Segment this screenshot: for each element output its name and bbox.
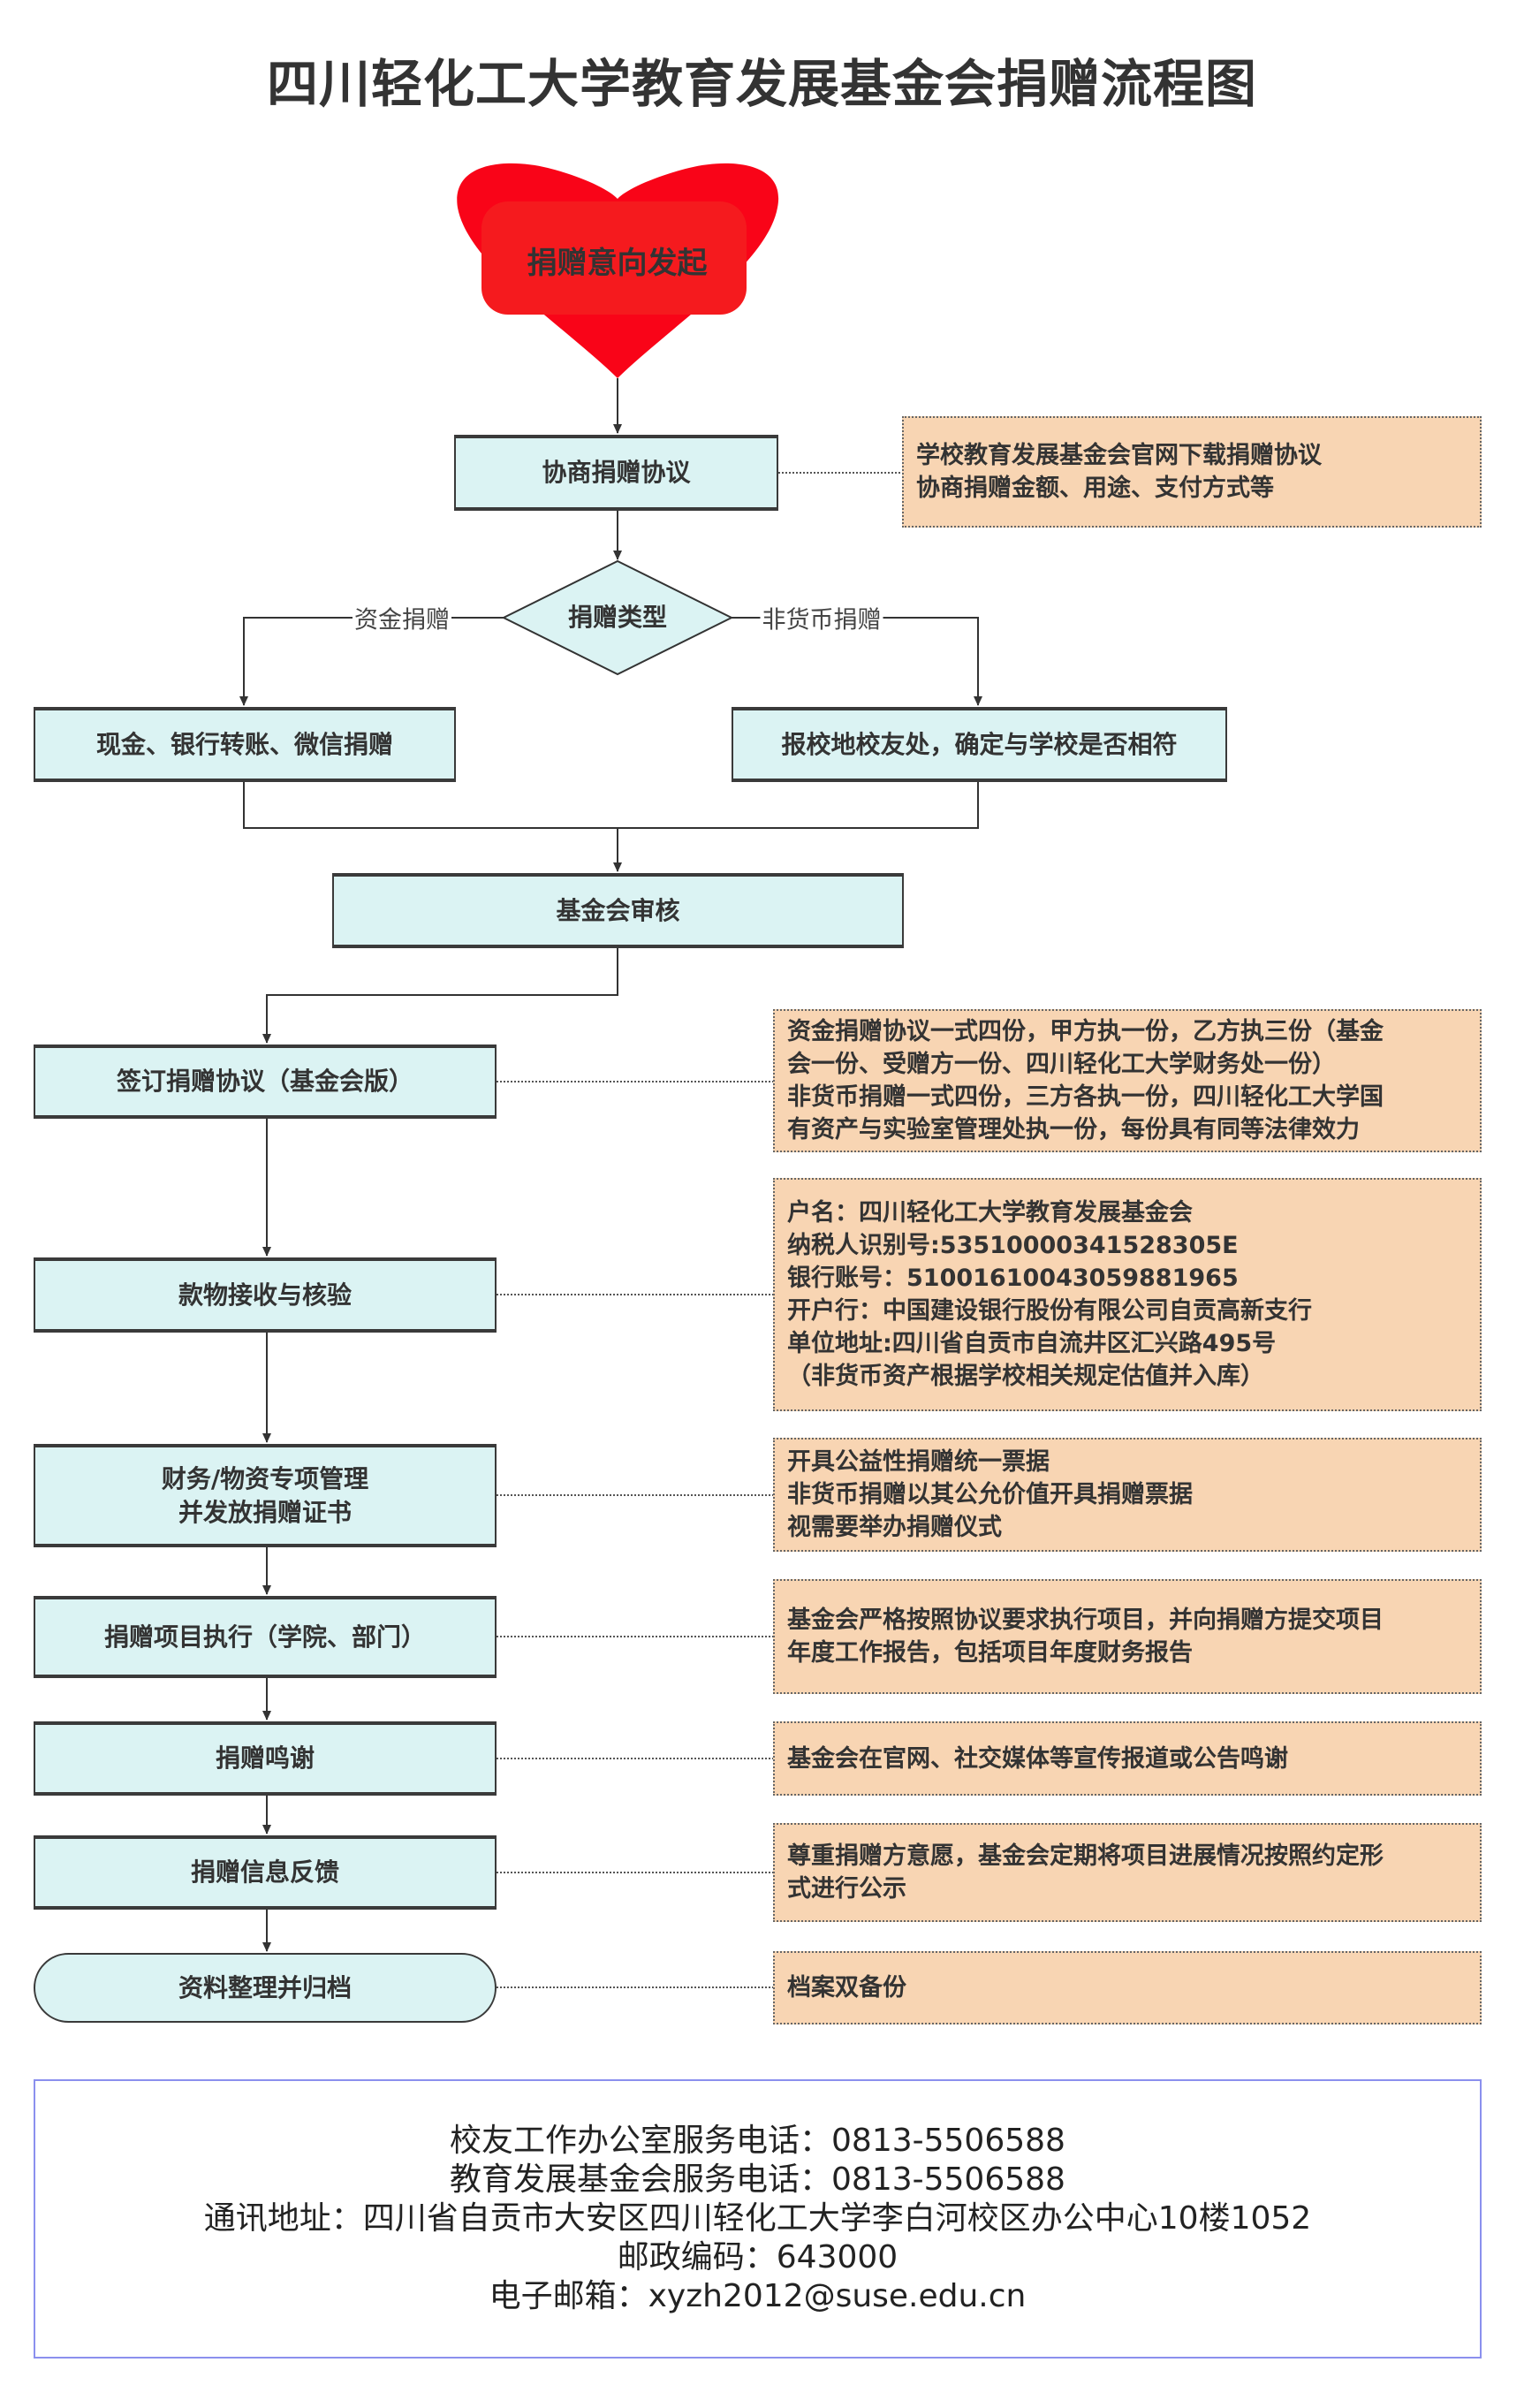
start-heart: 捐赠意向发起 — [527, 246, 708, 281]
step-negotiate: 协商捐赠协议 — [454, 435, 778, 511]
note-line: 户名：四川轻化工大学教育发展基金会 — [787, 1199, 1193, 1227]
note-line: 基金会严格按照协议要求执行项目，并向捐赠方提交项目 — [787, 1607, 1384, 1634]
decision-diamond — [501, 559, 734, 676]
note-manage: 开具公益性捐赠统一票据 非货币捐赠以其公允价值开具捐赠票据 视需要举办捐赠仪式 — [773, 1438, 1482, 1552]
note-thanks: 基金会在官网、社交媒体等宣传报道或公告鸣谢 — [773, 1721, 1482, 1796]
note-line: 开户行：中国建设银行股份有限公司自贡高新支行 — [787, 1297, 1312, 1325]
step-sign: 签订捐赠协议（基金会版） — [34, 1044, 497, 1119]
step-manage: 财务/物资专项管理 并发放捐赠证书 — [34, 1444, 497, 1547]
note-negotiate: 学校教育发展基金会官网下载捐赠协议 协商捐赠金额、用途、支付方式等 — [902, 416, 1482, 528]
footer-foundation-phone: 教育发展基金会服务电话：0813-5506588 — [450, 2161, 1065, 2198]
step-manage-line2: 并发放捐赠证书 — [178, 1497, 352, 1527]
note-line: 尊重捐赠方意愿，基金会定期将项目进展情况按照约定形 — [787, 1842, 1384, 1870]
step-execute: 捐赠项目执行（学院、部门） — [34, 1596, 497, 1678]
step-manage-line1: 财务/物资专项管理 — [161, 1463, 369, 1493]
footer-address: 通讯地址：四川省自贡市大安区四川轻化工大学李白河校区办公中心10楼1052 — [203, 2200, 1312, 2237]
note-line: 非货币捐赠以其公允价值开具捐赠票据 — [787, 1481, 1193, 1508]
heart-inner — [481, 201, 747, 315]
step-cash: 现金、银行转账、微信捐赠 — [34, 707, 456, 782]
note-line: 学校教育发展基金会官网下载捐赠协议 — [916, 442, 1322, 469]
step-feedback: 捐赠信息反馈 — [34, 1835, 497, 1910]
note-line: 档案双备份 — [787, 1974, 906, 2002]
page-title: 四川轻化工大学教育发展基金会捐赠流程图 — [266, 54, 1257, 114]
note-line: 年度工作报告，包括项目年度财务报告 — [787, 1639, 1193, 1667]
step-archive: 资料整理并归档 — [34, 1953, 497, 2023]
footer-email[interactable]: 电子邮箱：xyzh2012@suse.edu.cn — [489, 2278, 1027, 2314]
note-line: 开具公益性捐赠统一票据 — [787, 1448, 1050, 1476]
edge-label-cash: 资金捐赠 — [353, 600, 451, 635]
note-sign: 资金捐赠协议一式四份，甲方执一份，乙方执三份（基金 会一份、受赠方一份、四川轻化… — [773, 1009, 1482, 1152]
note-line: （非货币资产根据学校相关规定估值并入库） — [787, 1363, 1264, 1390]
note-receive: 户名：四川轻化工大学教育发展基金会 纳税人识别号:535100003415283… — [773, 1178, 1482, 1411]
edge-label-noncash: 非货币捐赠 — [760, 600, 883, 635]
note-line: 视需要举办捐赠仪式 — [787, 1514, 1002, 1541]
note-line: 纳税人识别号:53510000341528305E — [787, 1232, 1239, 1259]
note-line: 非货币捐赠一式四份，三方各执一份，四川轻化工大学国 — [787, 1083, 1384, 1111]
contact-footer: 校友工作办公室服务电话：0813-5506588 教育发展基金会服务电话：081… — [34, 2079, 1482, 2359]
note-line: 资金捐赠协议一式四份，甲方执一份，乙方执三份（基金 — [787, 1018, 1384, 1045]
note-execute: 基金会严格按照协议要求执行项目，并向捐赠方提交项目 年度工作报告，包括项目年度财… — [773, 1579, 1482, 1694]
note-line: 有资产与实验室管理处执一份，每份具有同等法律效力 — [787, 1116, 1360, 1143]
footer-postcode: 邮政编码：643000 — [617, 2239, 898, 2275]
decision-donation-type: 捐赠类型 — [567, 603, 667, 632]
note-line: 会一份、受赠方一份、四川轻化工大学财务处一份） — [787, 1051, 1336, 1078]
note-line: 银行账号：51001610043059881965 — [787, 1265, 1239, 1292]
note-feedback: 尊重捐赠方意愿，基金会定期将项目进展情况按照约定形 式进行公示 — [773, 1823, 1482, 1922]
footer-alumni-phone: 校友工作办公室服务电话：0813-5506588 — [450, 2123, 1065, 2159]
step-noncash: 报校地校友处，确定与学校是否相符 — [732, 707, 1227, 782]
step-receive: 款物接收与核验 — [34, 1257, 497, 1333]
note-line: 基金会在官网、社交媒体等宣传报道或公告鸣谢 — [787, 1744, 1288, 1773]
note-line: 单位地址:四川省自贡市自流井区汇兴路495号 — [787, 1330, 1277, 1357]
note-archive: 档案双备份 — [773, 1951, 1482, 2024]
step-review: 基金会审核 — [332, 873, 904, 948]
step-thanks: 捐赠鸣谢 — [34, 1721, 497, 1796]
note-line: 式进行公示 — [787, 1875, 906, 1903]
note-line: 协商捐赠金额、用途、支付方式等 — [916, 475, 1274, 502]
